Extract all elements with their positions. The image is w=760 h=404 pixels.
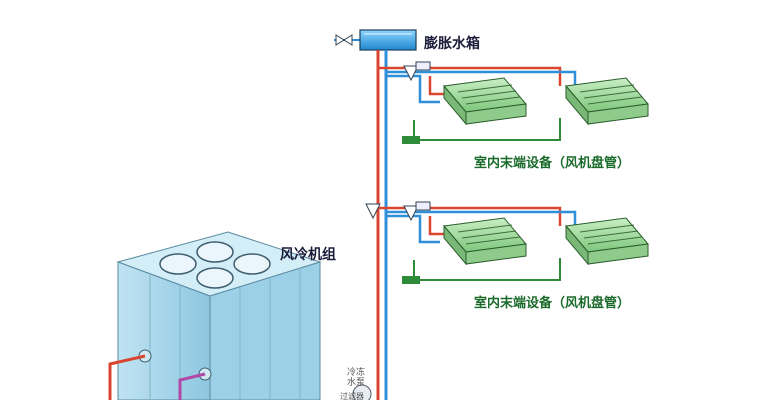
- fan-coil-lower-left: [443, 217, 527, 266]
- main-risers: [376, 50, 388, 400]
- fan-icon: [159, 253, 197, 275]
- fan-coil-upper-right: [565, 77, 649, 126]
- valve-icon: [415, 61, 431, 71]
- lower-supply-line: [378, 206, 562, 226]
- fan-coil-upper-left: [443, 77, 527, 126]
- upper-condensate-pipe: [413, 118, 561, 141]
- expansion-tank: [334, 29, 417, 51]
- expansion-tank-label: 膨胀水箱: [424, 36, 480, 52]
- lower-condensate-pipe: [413, 258, 561, 281]
- valve-icon: [365, 203, 381, 220]
- valve-icon: [415, 201, 431, 211]
- indoor-unit-label-2: 室内末端设备（风机盘管）: [474, 296, 631, 311]
- chiller-supply-pipe: [108, 354, 146, 400]
- pump-label: 冷冻水泵: [347, 368, 366, 388]
- lower-return-to-fcu1: [386, 214, 440, 244]
- fan-icon: [233, 253, 271, 275]
- air-cooled-chiller: [108, 231, 322, 401]
- fan-icon: [196, 267, 234, 289]
- indoor-unit-label-1: 室内末端设备（风机盘管）: [474, 156, 631, 171]
- tank-body: [359, 29, 417, 51]
- upper-supply-to-fcu1: [428, 76, 444, 96]
- fan-icon: [196, 241, 234, 263]
- filter-label: 过滤器: [340, 392, 364, 401]
- valve-icon: [403, 205, 419, 222]
- upper-supply-line: [378, 66, 562, 86]
- upper-return-to-fcu1: [386, 74, 440, 104]
- lower-condensate-drain: [402, 276, 420, 284]
- valve-icon: [403, 65, 419, 82]
- lower-supply-to-fcu1: [428, 216, 444, 236]
- upper-condensate-drain: [402, 136, 420, 144]
- fan-coil-lower-right: [565, 217, 649, 266]
- chiller-return-pipe: [178, 372, 206, 400]
- valve-icon: [335, 34, 353, 46]
- chiller-unit-label: 风冷机组: [280, 247, 336, 263]
